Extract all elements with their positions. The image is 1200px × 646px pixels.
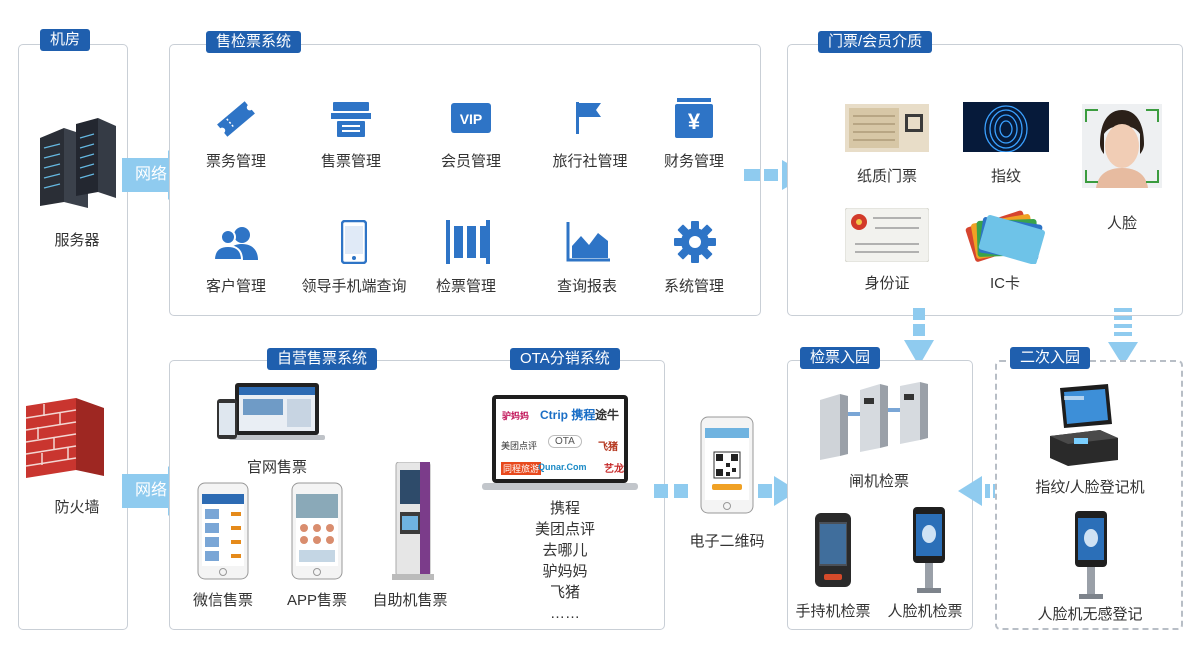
registration-machine-label: 指纹/人脸登记机 <box>1035 479 1145 496</box>
printer-icon <box>331 102 371 137</box>
handheld-label: 手持机检票 <box>795 603 871 620</box>
module-label-3: 会员管理 <box>440 153 501 170</box>
ota-logo-7: 同程旅游 <box>501 462 542 475</box>
ota-laptop-image <box>482 395 638 490</box>
mobile-icon <box>341 220 367 264</box>
face-registration-label: 人脸机无感登记 <box>1037 606 1143 623</box>
ota-title: OTA分销系统 <box>510 348 620 370</box>
ota-logo-4: 美团点评 <box>501 441 538 451</box>
arrow-down-to-checkin <box>904 308 934 366</box>
server-label: 服务器 <box>54 232 100 249</box>
module-label-8: 检票管理 <box>435 278 496 295</box>
ota-channel: …… <box>550 605 580 622</box>
ota-channel-list: 携程 美团点评 去哪儿 驴妈妈 飞猪 …… <box>520 498 610 624</box>
module-label-5: 财务管理 <box>663 153 724 170</box>
yen-icon: ¥ <box>675 98 713 138</box>
ota-channel: 驴妈妈 <box>542 563 588 580</box>
ota-logo-9: 艺龙 <box>604 464 624 475</box>
network-label-top: 网络 <box>134 166 167 183</box>
kiosk-sale-label: 自助机售票 <box>372 592 448 609</box>
official-site-devices-image <box>217 383 325 440</box>
flag-icon <box>576 102 601 134</box>
ticket-system-title: 售检票系统 <box>206 31 302 53</box>
face-registration-image <box>1075 511 1107 599</box>
wechat-sale-label: 微信售票 <box>192 592 253 609</box>
arrow-to-checkin <box>758 476 798 506</box>
ota-channel: 飞猪 <box>549 584 580 601</box>
area-chart-icon <box>566 222 610 262</box>
face-terminal-image <box>913 507 945 593</box>
server-rack-icon <box>40 118 116 208</box>
ota-channel: 携程 <box>549 500 580 517</box>
module-label-2: 售票管理 <box>320 153 381 170</box>
network-label-bottom: 网络 <box>134 482 167 499</box>
qr-phone-image <box>700 416 754 514</box>
registration-machine-image <box>1050 384 1118 466</box>
module-label-10: 系统管理 <box>663 278 724 295</box>
ota-logo-1: 驴妈妈 <box>502 411 530 421</box>
ticket-icon <box>217 101 255 137</box>
firewall-label: 防火墙 <box>54 499 100 516</box>
module-label-9: 查询报表 <box>556 278 617 295</box>
checkin-title: 检票入园 <box>800 347 881 369</box>
id-card-label: 身份证 <box>864 275 910 292</box>
self-sale-title: 自营售票系统 <box>267 348 378 370</box>
paper-ticket-image <box>845 104 929 152</box>
arrow-down-to-second-entry <box>1108 308 1138 366</box>
handheld-terminal-image <box>815 513 851 587</box>
server-room-title: 机房 <box>40 29 91 51</box>
firewall-icon <box>25 398 104 478</box>
kiosk-image <box>392 462 434 580</box>
wechat-phone-image <box>197 482 249 580</box>
gate-icon <box>446 220 490 264</box>
turnstile-image <box>820 382 928 460</box>
ic-card-label: IC卡 <box>989 275 1020 292</box>
fingerprint-label: 指纹 <box>990 168 1021 185</box>
app-sale-label: APP售票 <box>286 592 347 609</box>
paper-ticket-label: 纸质门票 <box>856 168 917 185</box>
fingerprint-image <box>963 102 1049 152</box>
face-image <box>1082 104 1162 188</box>
ota-logo-5: OTA <box>548 435 582 448</box>
vip-icon: VIP <box>451 103 491 133</box>
app-phone-image <box>291 482 343 580</box>
module-label-7: 领导手机端查询 <box>301 278 407 295</box>
media-title: 门票/会员介质 <box>818 31 933 53</box>
ota-logo-6: 飞猪 <box>598 442 618 453</box>
turnstile-label: 闸机检票 <box>848 473 909 490</box>
ic-card-image <box>965 210 1045 264</box>
module-label-1: 票务管理 <box>205 153 266 170</box>
ota-logo-8: Qunar.Com <box>538 462 587 472</box>
official-site-label: 官网售票 <box>246 459 307 476</box>
face-terminal-label: 人脸机检票 <box>887 603 963 620</box>
ticket-system-panel <box>169 44 761 316</box>
module-label-4: 旅行社管理 <box>552 153 628 170</box>
svg-text:VIP: VIP <box>460 111 483 127</box>
qr-label: 电子二维码 <box>689 533 765 550</box>
arrow-to-qr <box>654 484 688 498</box>
ota-logo-2: Ctrip 携程 <box>540 408 596 422</box>
module-label-6: 客户管理 <box>205 278 266 295</box>
gear-icon <box>674 221 716 263</box>
face-label: 人脸 <box>1106 215 1137 232</box>
svg-text:¥: ¥ <box>688 109 701 134</box>
ota-logo-3: 途牛 <box>595 408 620 422</box>
ota-channel: 美团点评 <box>534 521 595 538</box>
users-icon <box>214 227 258 260</box>
id-card-image <box>845 208 929 262</box>
ota-channel: 去哪儿 <box>542 542 588 559</box>
second-entry-title: 二次入园 <box>1010 347 1091 369</box>
